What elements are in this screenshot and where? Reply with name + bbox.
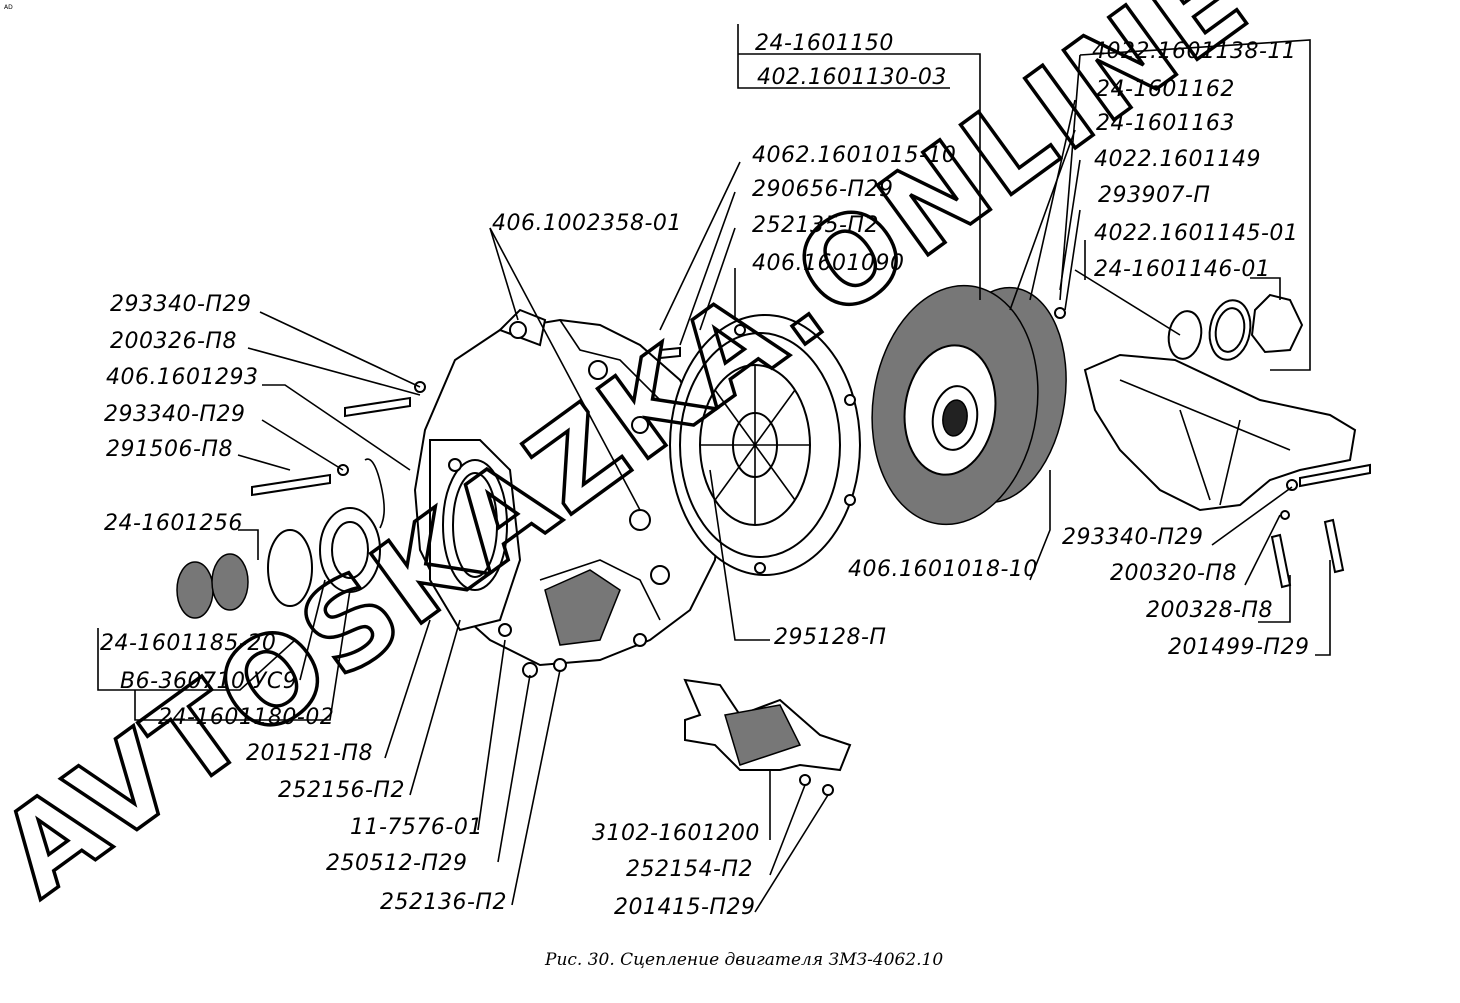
part-label: 11-7576-01 (350, 815, 483, 840)
part-label: 200320-П8 (1110, 561, 1237, 586)
part-label: 291506-П8 (106, 437, 233, 462)
clutch-housing (413, 308, 722, 667)
part-label: 406.1601018-10 (848, 557, 1038, 582)
part-label: 24-1601180-02 (158, 705, 334, 730)
part-label: 24-1601150 (755, 31, 894, 56)
part-label: 250512-П29 (326, 851, 467, 876)
part-label: 293340-П29 (104, 402, 245, 427)
part-label: 201415-П29 (614, 895, 755, 920)
corner-mark: AD (4, 4, 13, 11)
washers (1167, 293, 1304, 361)
part-label: 24-1601163 (1096, 111, 1235, 136)
part-label: 406.1601293 (106, 365, 258, 390)
part-label: 4022.1601138-11 (1092, 39, 1296, 64)
part-label: 24-1601185-20 (100, 631, 276, 656)
part-labels: 24-1601150 402.1601130-03 4022.1601138-1… (100, 31, 1309, 920)
release-bearing (176, 507, 381, 619)
part-label: 293340-П29 (110, 292, 251, 317)
pressure-plate (669, 314, 861, 576)
part-label: 252154-П2 (626, 857, 753, 882)
part-label: 24-1601256 (104, 511, 243, 536)
part-label: 201499-П29 (1168, 635, 1309, 660)
figure-caption: Рис. 30. Сцепление двигателя ЗМЗ-4062.10 (544, 950, 943, 970)
part-label: 4022.1601149 (1094, 147, 1261, 172)
part-label: 201521-П8 (246, 741, 373, 766)
part-label: В6-360710 УС9 (120, 669, 297, 694)
part-label: 252136-П2 (380, 890, 507, 915)
part-label: 4062.1601015-10 (752, 143, 956, 168)
part-label: 293340-П29 (1062, 525, 1203, 550)
part-label: 200328-П8 (1146, 598, 1273, 623)
part-label: 200326-П8 (110, 329, 237, 354)
bolts (251, 307, 1371, 796)
part-label: 295128-П (774, 625, 886, 650)
driven-disc (871, 284, 1067, 526)
housing-cover (1083, 353, 1357, 512)
release-fork (683, 678, 852, 772)
part-label: 290656-П29 (752, 177, 893, 202)
part-label: 402.1601130-03 (757, 65, 947, 90)
part-label: 24-1601162 (1096, 77, 1235, 102)
part-label: 4022.1601145-01 (1094, 221, 1298, 246)
leader-lines (97, 24, 1331, 913)
part-label: 252135-П2 (752, 213, 879, 238)
part-label: 24-1601146-01 (1094, 257, 1270, 282)
part-label: 3102-1601200 (592, 821, 760, 846)
part-label: 252156-П2 (278, 778, 405, 803)
part-label: 293907-П (1098, 183, 1210, 208)
part-label: 406.1601090 (752, 251, 904, 276)
part-label: 406.1002358-01 (492, 211, 682, 236)
